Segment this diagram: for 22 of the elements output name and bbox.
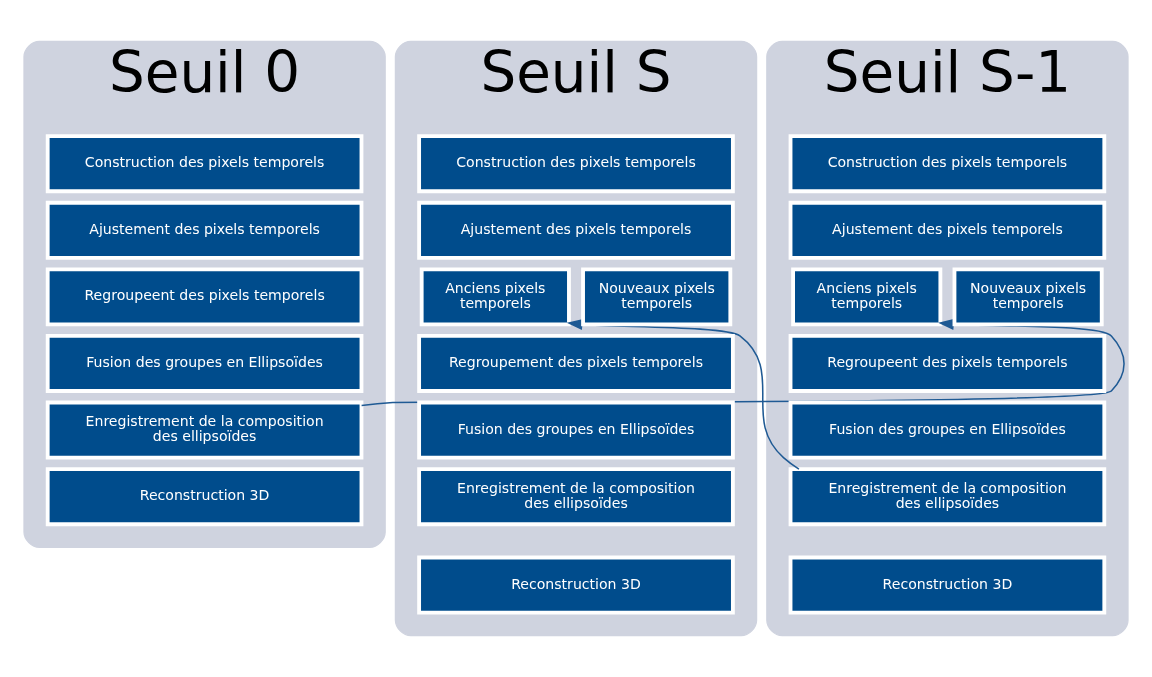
node-box: Anciens pixels temporels xyxy=(419,267,571,327)
node-box: Nouveaux pixels temporels xyxy=(952,267,1104,327)
node-box: Fusion des groupes en Ellipsoïdes xyxy=(417,400,735,460)
node-box: Ajustement des pixels temporels xyxy=(417,200,735,260)
node-box: Reconstruction 3D xyxy=(45,467,364,527)
node-box: Nouveaux pixels temporels xyxy=(581,267,733,327)
node-box: Ajustement des pixels temporels xyxy=(788,200,1107,260)
node-box: Enregistrement de la composition des ellipsoïdes xyxy=(788,467,1107,527)
node-box: Construction des pixels temporels xyxy=(417,134,735,194)
node-box: Fusion des groupes en Ellipsoïdes xyxy=(45,334,364,393)
node-box: Enregistrement de la composition des ellipsoïdes xyxy=(45,400,364,460)
node-box: Construction des pixels temporels xyxy=(788,134,1107,194)
node-box: Reconstruction 3D xyxy=(788,555,1107,615)
node-box: Fusion des groupes en Ellipsoïdes xyxy=(788,400,1107,460)
node-box: Regroupeent des pixels temporels xyxy=(788,334,1107,393)
node-box: Anciens pixels temporels xyxy=(791,267,943,327)
node-box: Regroupeent des pixels temporels xyxy=(45,267,364,327)
node-box: Reconstruction 3D xyxy=(417,555,735,615)
node-box: Regroupement des pixels temporels xyxy=(417,334,735,393)
node-box: Construction des pixels temporels xyxy=(45,134,364,194)
node-box: Ajustement des pixels temporels xyxy=(45,200,364,260)
node-box: Enregistrement de la composition des ellipsoïdes xyxy=(417,467,735,527)
